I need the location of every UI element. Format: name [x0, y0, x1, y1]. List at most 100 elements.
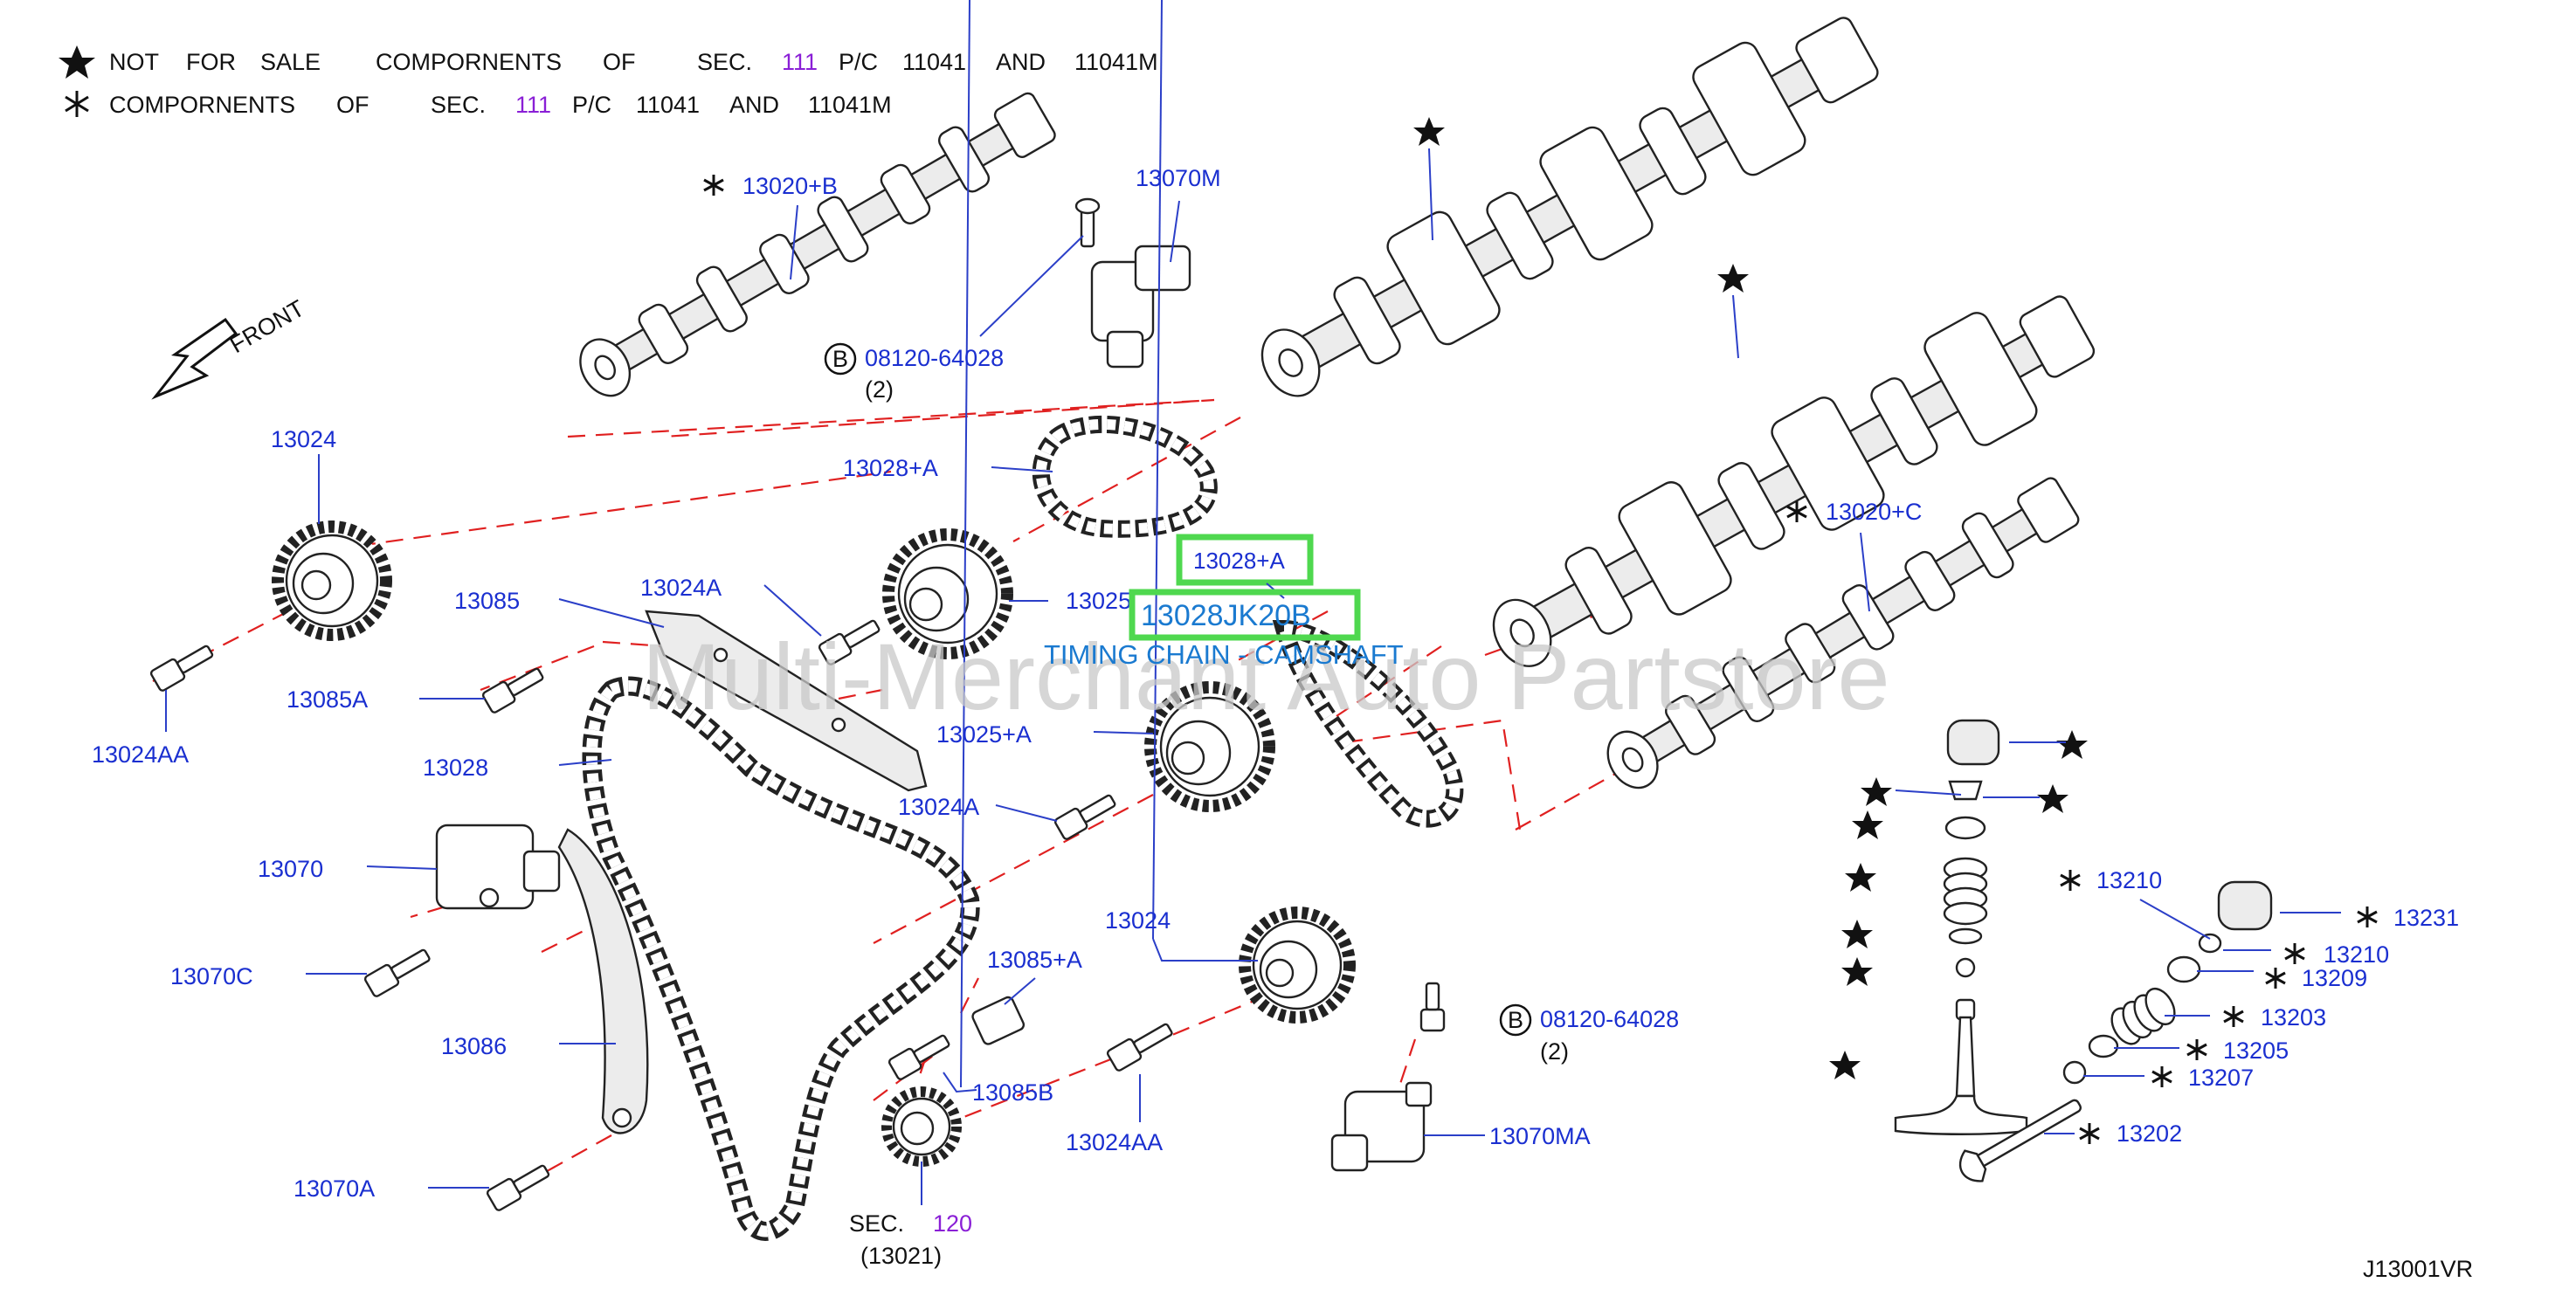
snowflake-icon	[2223, 1006, 2244, 1027]
snowflake-icon	[2284, 943, 2305, 964]
label-13085: 13085	[454, 588, 520, 614]
diagram-id: J13001VR	[2363, 1256, 2473, 1282]
valve-parts	[1894, 719, 2273, 1182]
valve-star-markers	[1829, 730, 2088, 1079]
star-icon	[1413, 117, 1445, 146]
sprocket-13024-bottom	[1239, 907, 1356, 1024]
note2-w6: 11041	[636, 92, 700, 118]
label-13070ma: 13070MA	[1489, 1123, 1591, 1149]
label-13028a: 13028+A	[843, 455, 938, 481]
camshaft-assembly-lower	[1492, 295, 2096, 667]
highlight-box-number[interactable]	[1129, 589, 1361, 641]
snowflake-icon	[2079, 1123, 2100, 1144]
label-13210-2: 13210	[2324, 941, 2389, 968]
highlight-callout[interactable]: 13028+A 13028JK20B TIMING CHAIN - CAMSHA…	[1044, 534, 1404, 670]
label-13207: 13207	[2188, 1065, 2254, 1091]
label-08120-bottom-qty: (2)	[1540, 1038, 1569, 1065]
label-13070c: 13070C	[170, 963, 253, 989]
label-13086: 13086	[441, 1033, 507, 1059]
highlight-part-number[interactable]: 13028JK20B	[1141, 599, 1311, 632]
label-13210-1: 13210	[2096, 867, 2162, 893]
note1-w4: COMPORNENTS	[376, 49, 562, 75]
note1-w1: NOT	[109, 49, 159, 75]
snowflake-icon	[2151, 1066, 2172, 1087]
label-sec-ref: (13021)	[860, 1243, 942, 1269]
bolts	[149, 619, 1446, 1211]
note2-w3: SEC.	[431, 92, 486, 118]
label-13020c: 13020+C	[1826, 499, 1922, 525]
label-13231: 13231	[2393, 905, 2459, 931]
leader-lines	[165, 0, 2341, 1205]
star-icon	[1861, 777, 1892, 806]
sprocket-13025	[882, 528, 1013, 659]
star-icon	[1717, 264, 1749, 293]
cam-sensor-13070ma	[1330, 1081, 1433, 1172]
sprocket-13025a	[1144, 681, 1275, 812]
circle-b-top: B	[832, 346, 848, 372]
label-sec: SEC.	[849, 1210, 904, 1237]
part-labels: 13020+B 13070M B 08120-64028 (2) 13024 1…	[92, 165, 2473, 1282]
snowflake-icon	[2060, 870, 2081, 891]
note1-w9: 11041	[902, 49, 966, 75]
bolt-type-circle	[824, 342, 857, 376]
camshaft-assembly-upper	[1260, 17, 1879, 397]
label-13202: 13202	[2117, 1120, 2182, 1147]
note1-w7: 111	[782, 49, 818, 75]
label-13025a: 13025+A	[936, 721, 1032, 748]
note2-w2: OF	[336, 92, 369, 118]
label-13085b: 13085B	[972, 1079, 1053, 1106]
note1-w5: OF	[603, 49, 636, 75]
star-icon	[2037, 784, 2068, 813]
label-13024a-1: 13024A	[640, 575, 722, 601]
note1-w3: SALE	[260, 49, 321, 75]
crank-sprocket	[881, 1086, 962, 1167]
label-13024-bottom: 13024	[1105, 907, 1171, 934]
snowflake-icon	[1786, 501, 1807, 522]
front-arrow-icon	[151, 317, 238, 400]
star-icon	[1845, 863, 1876, 892]
camshaft-13020b	[579, 92, 1056, 397]
snowflake-icon	[2265, 968, 2286, 989]
highlight-description: TIMING CHAIN - CAMSHAFT	[1044, 639, 1404, 670]
note1-w10: AND	[996, 49, 1046, 75]
label-13085a: 13085A	[287, 686, 368, 713]
note2-w4: 111	[515, 92, 551, 118]
tensioner-13070	[435, 824, 561, 910]
star-icon	[59, 45, 95, 79]
star-icon	[1841, 957, 1873, 986]
snowflake-icon	[2186, 1039, 2207, 1060]
label-08120-top: 08120-64028	[865, 345, 1004, 371]
note2-w5: P/C	[572, 92, 611, 118]
watermark: Multi-Merchant Auto Partstore	[642, 624, 1890, 729]
snowflake-icon	[703, 175, 724, 196]
note2-w8: 11041M	[808, 92, 892, 118]
label-13020b: 13020+B	[742, 173, 838, 199]
label-08120-bottom: 08120-64028	[1540, 1006, 1679, 1032]
highlight-box-code[interactable]	[1176, 534, 1314, 586]
timing-chain-middle	[1272, 619, 1464, 828]
bolt-type-circle	[1499, 1003, 1532, 1037]
star-icon	[1841, 920, 1873, 948]
front-label: FRONT	[225, 295, 309, 358]
star-icon	[2056, 730, 2088, 759]
label-13209: 13209	[2302, 965, 2367, 991]
label-sec-num: 120	[933, 1210, 972, 1237]
highlight-part-code[interactable]: 13028+A	[1193, 548, 1285, 574]
star-icon	[1852, 810, 1883, 839]
front-arrow: FRONT	[151, 295, 309, 400]
legend-notes: NOT FOR SALE COMPORNENTS OF SEC. 111 P/C…	[59, 45, 1158, 118]
timing-chain-upper	[1032, 415, 1218, 538]
label-13070a: 13070A	[294, 1175, 375, 1202]
label-13024aa-2: 13024AA	[1066, 1129, 1163, 1155]
snowflake-icon	[65, 91, 89, 117]
label-08120-top-qty: (2)	[865, 376, 894, 403]
label-13070: 13070	[258, 856, 323, 882]
note1-w11: 11041M	[1074, 49, 1158, 75]
label-13205: 13205	[2223, 1037, 2289, 1064]
bracket-13085a	[971, 996, 1026, 1045]
label-13070m: 13070M	[1136, 165, 1221, 191]
snowflake-icon	[2357, 907, 2378, 927]
tensioner-arm-13086	[557, 828, 649, 1134]
chain-guide-13085	[645, 610, 928, 792]
